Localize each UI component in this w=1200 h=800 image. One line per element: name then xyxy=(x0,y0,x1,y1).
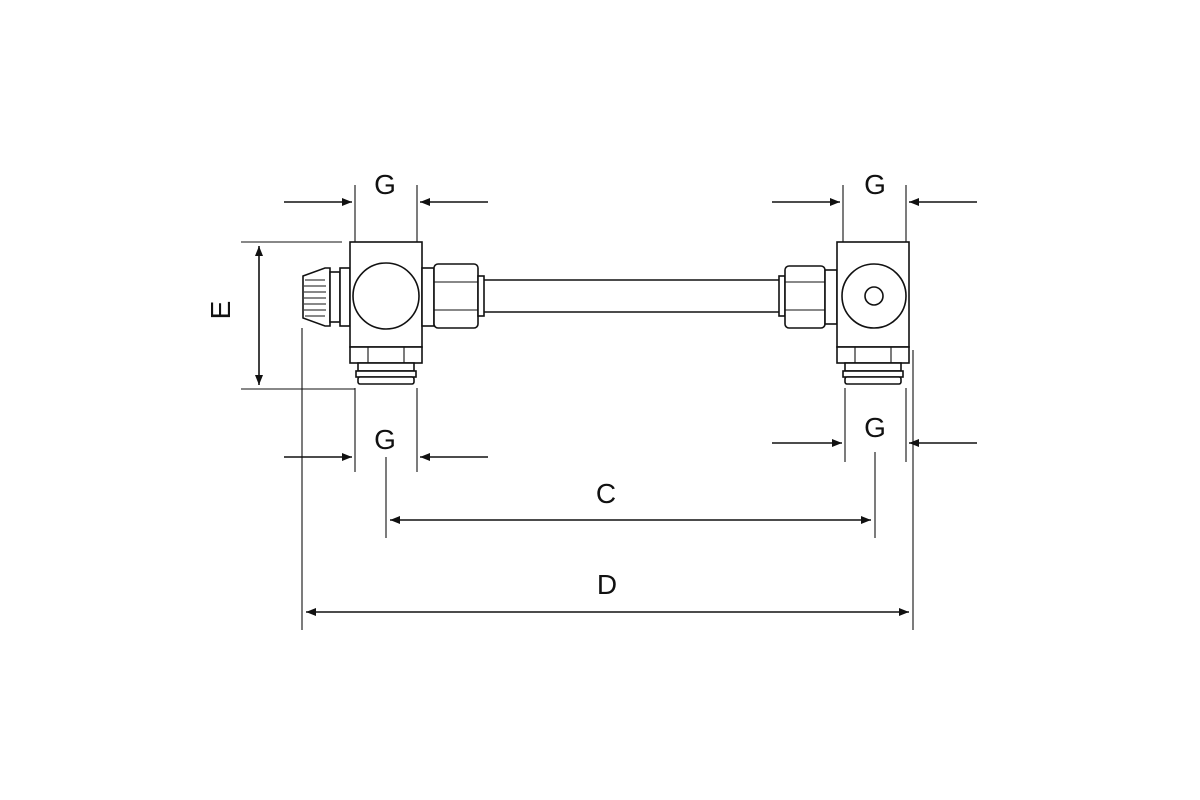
left-valve-cap xyxy=(302,267,351,327)
dimension-d: D xyxy=(301,328,914,630)
right-bottom-connector xyxy=(836,346,910,385)
label-d: D xyxy=(597,569,617,600)
left-compression-nut xyxy=(421,263,485,329)
dimension-g-top-right: G xyxy=(772,169,977,242)
left-valve-body xyxy=(349,241,423,348)
left-valve-ball xyxy=(352,262,420,330)
right-valve-ball xyxy=(841,263,907,329)
dimension-g-top-left: G xyxy=(284,169,488,242)
right-compression-nut xyxy=(778,265,838,329)
right-valve-body xyxy=(836,241,910,348)
label-c: C xyxy=(596,478,616,509)
label-g-top-left: G xyxy=(374,169,396,200)
label-g-bottom-left: G xyxy=(374,424,396,455)
left-bottom-connector xyxy=(349,346,423,385)
label-g-top-right: G xyxy=(864,169,886,200)
connecting-pipe xyxy=(482,279,783,313)
dimension-g-bottom-left: G xyxy=(284,388,488,472)
label-g-bottom-right: G xyxy=(864,412,886,443)
label-e: E xyxy=(205,301,236,320)
right-valve xyxy=(778,241,910,385)
left-valve xyxy=(302,241,485,385)
dimension-c: C xyxy=(385,452,876,538)
dimension-g-bottom-right: G xyxy=(772,388,977,462)
right-valve-spindle xyxy=(864,286,884,306)
dimension-e: E xyxy=(205,241,355,390)
